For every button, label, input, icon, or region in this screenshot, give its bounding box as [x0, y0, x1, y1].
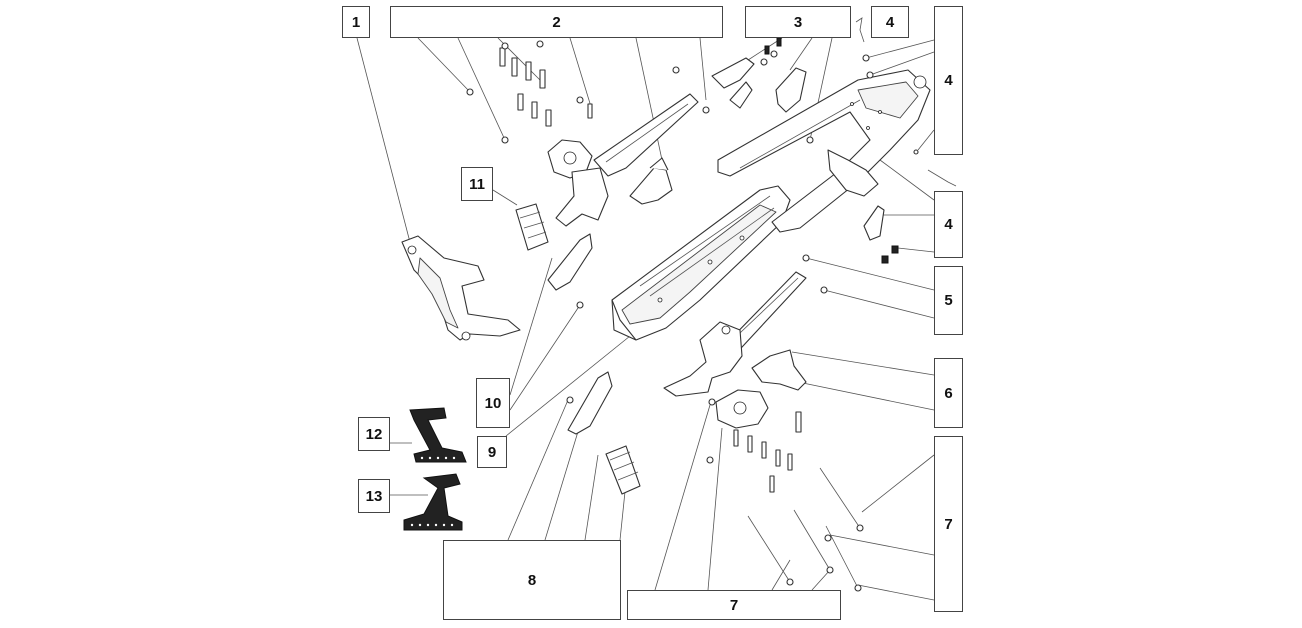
callout-4-tall: 4 — [934, 6, 963, 155]
rear-frame — [717, 69, 931, 233]
upper-brackets — [711, 37, 814, 144]
callout-2: 2 — [390, 6, 723, 38]
heel-bracket-13 — [403, 473, 463, 531]
callout-9: 9 — [477, 436, 507, 468]
callout-7-right: 7 — [934, 436, 963, 612]
callout-1: 1 — [342, 6, 370, 38]
upper-left-footpeg — [515, 203, 593, 309]
right-linkage — [663, 321, 807, 433]
callout-11: 11 — [461, 167, 493, 201]
callout-4-mid: 4 — [934, 191, 963, 258]
callout-12: 12 — [358, 417, 390, 451]
heel-bracket-12 — [409, 407, 467, 463]
bolt-set-upper — [466, 40, 710, 144]
small-hardware-right — [855, 17, 957, 264]
lower-left-footpeg — [566, 371, 641, 495]
swingarm-body — [611, 185, 791, 341]
upper-left-assembly — [466, 40, 710, 227]
lower-plate-and-bolts — [706, 389, 864, 592]
callout-8: 8 — [443, 540, 621, 620]
callout-13: 13 — [358, 479, 390, 513]
callout-5: 5 — [934, 266, 963, 335]
callout-6: 6 — [934, 358, 963, 428]
footrest-bracket-large — [401, 235, 521, 341]
callout-10: 10 — [476, 378, 510, 428]
callout-3: 3 — [745, 6, 851, 38]
callout-4-top: 4 — [871, 6, 909, 38]
leader-lines — [356, 37, 935, 601]
callout-7-bottom: 7 — [627, 590, 841, 620]
